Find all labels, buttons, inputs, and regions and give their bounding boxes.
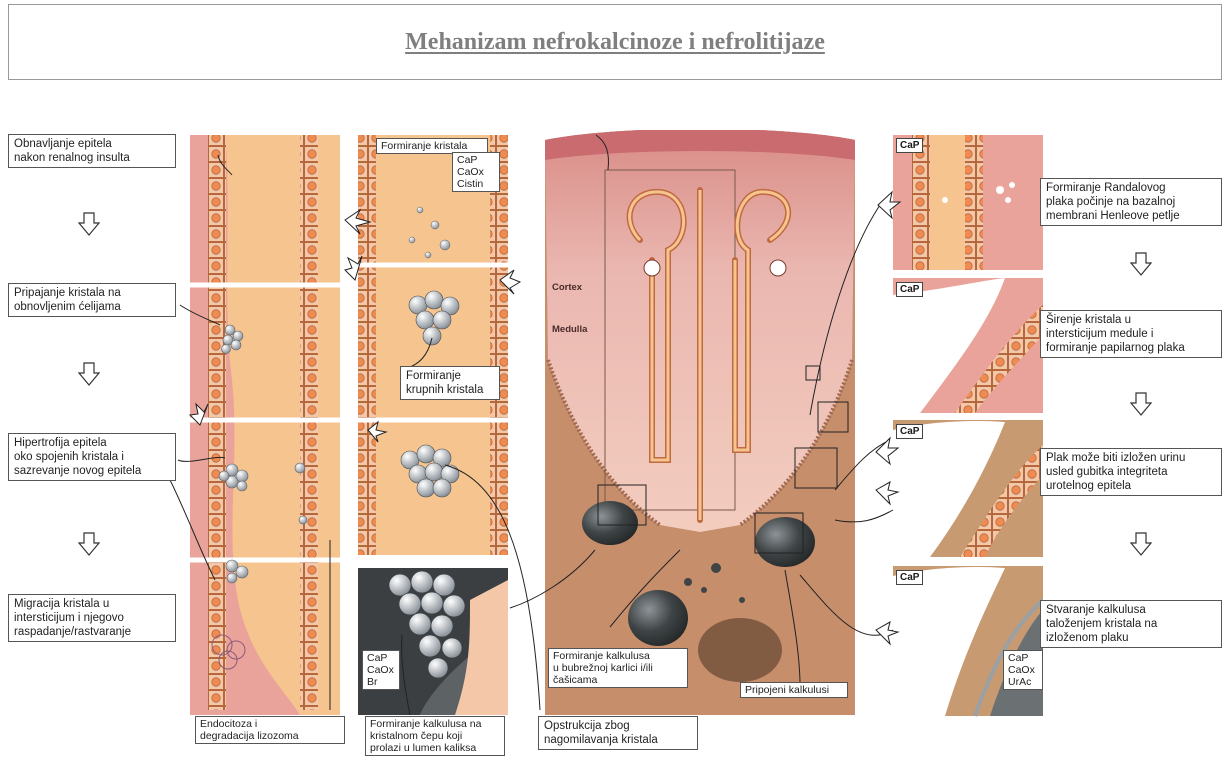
crystal-types-label: CaP CaOx Cistin (452, 152, 500, 192)
large-crystals-label: Formiranje krupnih kristala (400, 366, 500, 400)
obstruction-label: Opstrukcija zbog nagomilavanja kristala (538, 716, 698, 750)
plug-stone-panel (358, 568, 508, 715)
down-arrow-icon (78, 362, 100, 386)
left-step-label: Pripajanje kristala na obnovljenim ćelij… (8, 283, 176, 317)
stone-plug-label: Formiranje kalkulusa na kristalnom čepu … (365, 716, 505, 756)
page-title: Mehanizam nefrokalcinoze i nefrolitijaze (405, 29, 825, 56)
down-arrow-icon (1130, 252, 1152, 276)
down-arrow-icon (1130, 532, 1152, 556)
cap-tag: CaP (896, 424, 923, 439)
cap-tag: CaP (896, 138, 923, 153)
down-arrow-icon (78, 532, 100, 556)
cap-tag: CaP (896, 570, 923, 585)
down-arrow-icon (1130, 392, 1152, 416)
left-step-label: Obnavljanje epitela nakon renalnog insul… (8, 134, 176, 168)
left-step-label: Hipertrofija epitela oko spojenih krista… (8, 433, 176, 481)
right-step-label: Plak može biti izložen urinu usled gubit… (1040, 448, 1222, 496)
medulla-label: Medulla (552, 324, 587, 335)
title-box: Mehanizam nefrokalcinoze i nefrolitijaze (8, 4, 1222, 80)
right-composition-label: CaP CaOx UrAc (1003, 650, 1043, 690)
cap-tag: CaP (896, 282, 923, 297)
cortex-label: Cortex (552, 282, 582, 293)
plug-composition-label: CaP CaOx Br (362, 650, 400, 690)
endocytosis-label: Endocitoza i degradacija lizozoma (195, 716, 345, 744)
crystal-formation-column (358, 135, 510, 555)
attached-stones-label: Pripojeni kalkulusi (740, 682, 848, 698)
down-arrow-icon (78, 212, 100, 236)
right-step-label: Stvaranje kalkulusa taloženjem kristala … (1040, 600, 1222, 648)
left-tubule-column (190, 135, 342, 715)
left-step-label: Migracija kristala u intersticijum i nje… (8, 594, 176, 642)
mechanism-figure: Obnavljanje epitela nakon renalnog insul… (0, 130, 1230, 762)
pelvis-stones-label: Formiranje kalkulusa u bubrežnoj karlici… (548, 648, 688, 688)
right-step-label: Formiranje Randalovog plaka počinje na b… (1040, 178, 1222, 226)
right-step-label: Širenje kristala u intersticijum medule … (1040, 310, 1222, 358)
kidney-diagram (545, 130, 855, 715)
